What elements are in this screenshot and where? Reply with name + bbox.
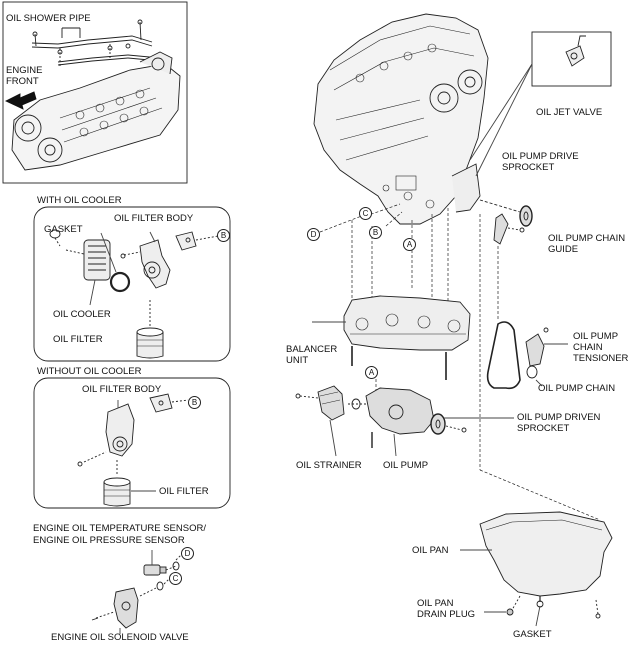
oil-pump-label: OIL PUMP [383, 460, 429, 471]
chain-guide-label-line2: GUIDE [548, 244, 579, 255]
oil-jet-valve-leader [469, 35, 586, 177]
oil-pump-drawing [348, 387, 435, 457]
callout-a-pump: A [365, 366, 378, 379]
sensor-label-line2: ENGINE OIL PRESSURE SENSOR [33, 535, 185, 546]
callout-b-without-cooler: B [188, 396, 201, 409]
drain-plug-label-line2: DRAIN PLUG [417, 609, 476, 620]
oil-filter-with-cooler [136, 300, 164, 359]
callout-a-block: A [403, 238, 416, 251]
callout-c-block: C [359, 207, 372, 220]
callout-d-sensor: D [181, 547, 194, 560]
oil-filter-body-with-cooler [120, 231, 219, 289]
tensioner-label-line3: TENSIONER [573, 353, 629, 364]
balancer-unit-label-line2: UNIT [286, 355, 309, 366]
sensor-label-line1: ENGINE OIL TEMPERATURE SENSOR/ [33, 523, 206, 534]
balancer-unit-drawing [312, 295, 471, 380]
oil-filter-without-cooler [103, 460, 156, 507]
tensioner-label-line2: CHAIN [573, 342, 603, 353]
engine-front-label-line2: FRONT [6, 76, 39, 87]
oil-solenoid-valve-drawing [91, 577, 171, 634]
callout-b-with-cooler: B [217, 229, 230, 242]
oil-filter-label-1: OIL FILTER [53, 334, 103, 345]
pump-drive-sprocket-label-line1: OIL PUMP DRIVE [502, 151, 579, 162]
gasket-ring [100, 232, 131, 293]
callout-d-block: D [307, 228, 320, 241]
oil-pump-chain-tensioner-drawing [525, 327, 568, 387]
oil-pan-label: OIL PAN [412, 545, 449, 556]
engine-front-label-line1: ENGINE [6, 65, 43, 76]
oil-strainer-drawing [295, 385, 361, 457]
oil-cooler-drawing [49, 229, 111, 306]
with-oil-cooler-frame [33, 206, 231, 362]
driven-sprocket-label-line1: OIL PUMP DRIVEN [517, 412, 601, 423]
oil-pump-driven-sprocket-drawing [430, 413, 514, 435]
drain-plug-label-line1: OIL PAN [417, 598, 454, 609]
oil-pump-chain-guide-drawing [493, 213, 525, 245]
oil-pump-chain-label: OIL PUMP CHAIN [538, 383, 616, 394]
without-oil-cooler-frame [33, 377, 231, 509]
with-oil-cooler-heading: WITH OIL COOLER [37, 195, 122, 206]
callout-c-solenoid: C [169, 572, 182, 585]
callout-b-block: B [369, 226, 382, 239]
balancer-unit-label-line1: BALANCER [286, 344, 338, 355]
oil-filter-body-without-cooler [77, 393, 189, 467]
oil-temperature-pressure-sensor [143, 550, 183, 576]
oil-cooler-label: OIL COOLER [53, 309, 111, 320]
oil-filter-body-label-2: OIL FILTER BODY [82, 384, 162, 395]
pipe-label-bracket [61, 27, 81, 38]
chain-guide-label-line1: OIL PUMP CHAIN [548, 233, 626, 244]
oil-shower-pipe-label: OIL SHOWER PIPE [6, 13, 91, 24]
pump-drive-sprocket-label-line2: SPROCKET [502, 162, 555, 173]
oil-jet-valve-label: OIL JET VALVE [536, 107, 603, 118]
oil-pump-drive-sprocket-drawing [479, 199, 533, 227]
solenoid-valve-label: ENGINE OIL SOLENOID VALVE [51, 632, 189, 643]
oil-pump-chain-loop [486, 321, 521, 390]
driven-sprocket-label-line2: SPROCKET [517, 423, 570, 434]
cylinder-head-sketch [11, 51, 181, 171]
oil-pan-drawing [460, 511, 613, 627]
oil-strainer-label: OIL STRAINER [296, 460, 362, 471]
tensioner-label-line1: OIL PUMP [573, 331, 619, 342]
oil-shower-pipe [31, 19, 161, 66]
oil-filter-label-2: OIL FILTER [159, 486, 209, 497]
oil-filter-body-label-1: OIL FILTER BODY [114, 213, 194, 224]
gasket-label-1: GASKET [44, 224, 83, 235]
gasket-label-2: GASKET [513, 629, 552, 640]
engine-block-drawing [313, 13, 489, 225]
without-oil-cooler-heading: WITHOUT OIL COOLER [37, 366, 142, 377]
engine-front-arrow [4, 91, 37, 110]
